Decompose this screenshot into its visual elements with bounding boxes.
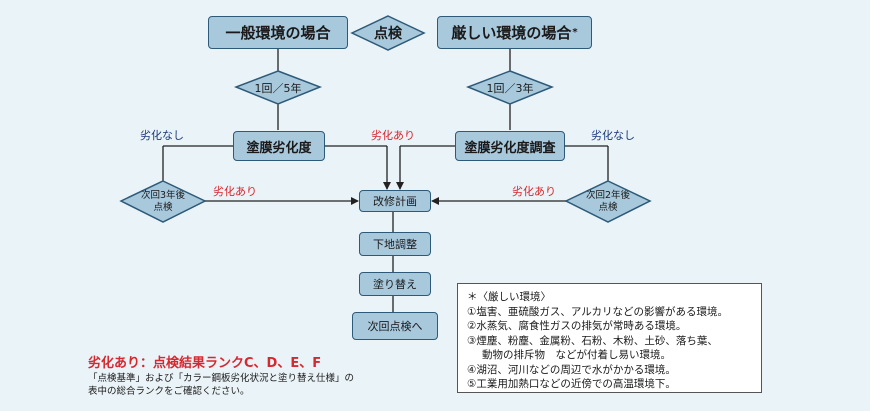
normal-environment-box: 一般環境の場合 [208, 16, 348, 49]
frequency-normal-label: 1回／5年 [254, 81, 302, 95]
coating-degradation-survey-box: 塗膜劣化度調査 [455, 131, 565, 161]
degradation-left-label: 劣化あり [213, 185, 257, 198]
severe-environment-note: ＊〈厳しい環境〉 ①塩害、亜硫酸ガス、アルカリなどの影響がある環境。 ②水蒸気、… [457, 283, 762, 393]
reference-line-1: 「点検基準」および「カラー鋼板劣化状況と塗り替え仕様」の [88, 373, 355, 384]
note-item-1: ①塩害、亜硫酸ガス、アルカリなどの影響がある環境。 [467, 305, 728, 318]
next-3yr-inspection-label: 次回3年後 点検 [121, 181, 205, 222]
severe-environment-label: 厳しい環境の場合 [451, 24, 572, 42]
reference-line-2: 表中の総合ランクをご確認ください。 [88, 385, 250, 397]
note-item-5: ⑤工業用加熱口などの近傍での高温環境下。 [467, 378, 676, 390]
next-3yr-line2: 点検 [153, 201, 173, 213]
repaint-box: 塗り替え [359, 272, 431, 296]
note-item-2: ②水蒸気、腐食性ガスの排気が常時ある環境。 [467, 320, 687, 332]
degradation-center-label: 劣化あり [371, 129, 415, 142]
degradation-right-label: 劣化あり [512, 185, 556, 198]
no-degradation-left-label: 劣化なし [140, 129, 184, 142]
note-item-3-cont: 動物の排斥物 などが付着し易い環境。 [482, 349, 671, 361]
severe-asterisk: * [572, 27, 578, 38]
no-degradation-right-label: 劣化なし [591, 129, 635, 142]
next-3yr-line1: 次回3年後 [140, 189, 186, 201]
next-2yr-line2: 点検 [598, 201, 618, 213]
next-2yr-line1: 次回2年後 [585, 189, 631, 201]
note-item-3: ③煙塵、粉塵、金属粉、石粉、木粉、土砂、落ち葉、 [467, 334, 718, 347]
reference-note: 「点検基準」および「カラー鋼板劣化状況と塗り替え仕様」の 表中の総合ランクをご確… [88, 373, 354, 398]
frequency-severe-label: 1回／3年 [486, 81, 534, 95]
severe-environment-box: 厳しい環境の場合* [437, 16, 592, 49]
rank-note: 劣化あり：点検結果ランクC、D、E、F [88, 356, 322, 371]
note-item-4: ④湖沼、河川などの周辺で水がかかる環境。 [467, 363, 676, 376]
next-inspection-box: 次回点検へ [352, 312, 438, 340]
inspection-diamond-label: 点検 [374, 26, 402, 42]
note-title: ＊〈厳しい環境〉 [467, 291, 551, 303]
repair-plan-box: 改修計画 [359, 190, 431, 212]
base-preparation-box: 下地調整 [359, 232, 431, 256]
coating-degradation-box: 塗膜劣化度 [233, 131, 325, 161]
next-2yr-inspection-label: 次回2年後 点検 [566, 181, 650, 222]
